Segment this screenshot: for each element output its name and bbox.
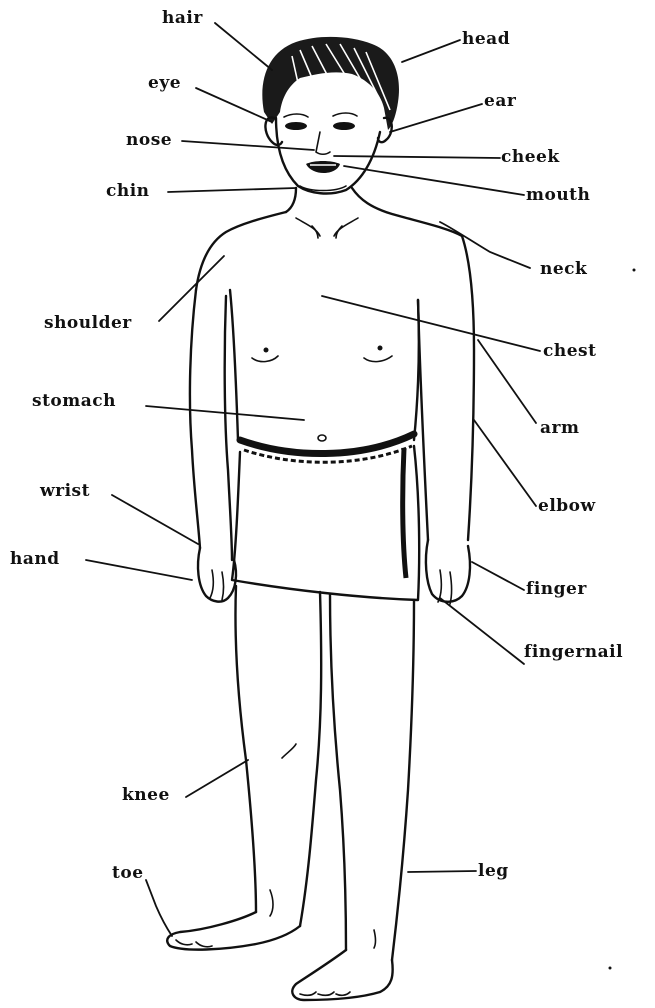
head-drawing xyxy=(265,113,391,193)
label-toe: toe xyxy=(112,863,144,883)
label-knee: knee xyxy=(122,785,170,805)
label-head: head xyxy=(462,29,510,49)
left-leg-outer xyxy=(235,586,256,912)
label-cheek: cheek xyxy=(501,147,560,167)
left-leg-inner xyxy=(300,592,321,926)
label-hair: hair xyxy=(162,8,203,28)
label-arm: arm xyxy=(540,418,579,438)
left-arm-outer xyxy=(190,290,200,548)
neck-right-shoulder xyxy=(352,188,462,236)
label-ear: ear xyxy=(484,91,517,111)
skirt-drawing xyxy=(232,446,419,600)
label-shoulder: shoulder xyxy=(44,313,132,333)
label-nose: nose xyxy=(126,130,172,150)
right-arm-outer xyxy=(462,236,474,540)
label-mouth: mouth xyxy=(526,185,590,205)
label-fingernail: fingernail xyxy=(524,642,623,662)
torso-left xyxy=(230,290,238,440)
left-hand-drawing xyxy=(198,548,236,602)
label-wrist: wrist xyxy=(39,481,90,501)
label-hand: hand xyxy=(10,549,60,569)
left-foot-drawing xyxy=(167,912,300,950)
label-neck: neck xyxy=(540,259,588,279)
right-leg-outer xyxy=(392,600,414,960)
labels: hair head eye ear nose cheek chin mouth … xyxy=(10,8,623,883)
label-leg: leg xyxy=(478,861,509,881)
label-chin: chin xyxy=(106,181,150,201)
right-hand-drawing xyxy=(426,540,470,602)
right-leg-inner xyxy=(330,594,346,950)
left-arm-inner xyxy=(225,296,232,560)
collarbones xyxy=(296,218,358,236)
human-figure xyxy=(167,37,474,1000)
neck-left xyxy=(286,188,296,212)
label-stomach: stomach xyxy=(32,391,116,411)
label-elbow: elbow xyxy=(538,496,596,516)
right-foot-drawing xyxy=(292,950,392,1000)
knee-mark xyxy=(282,744,296,758)
label-finger: finger xyxy=(526,579,587,599)
left-shoulder-line xyxy=(196,212,286,290)
label-chest: chest xyxy=(543,341,596,361)
hair-drawing xyxy=(262,37,399,130)
label-eye: eye xyxy=(148,73,181,93)
belt-drawing xyxy=(240,434,414,578)
